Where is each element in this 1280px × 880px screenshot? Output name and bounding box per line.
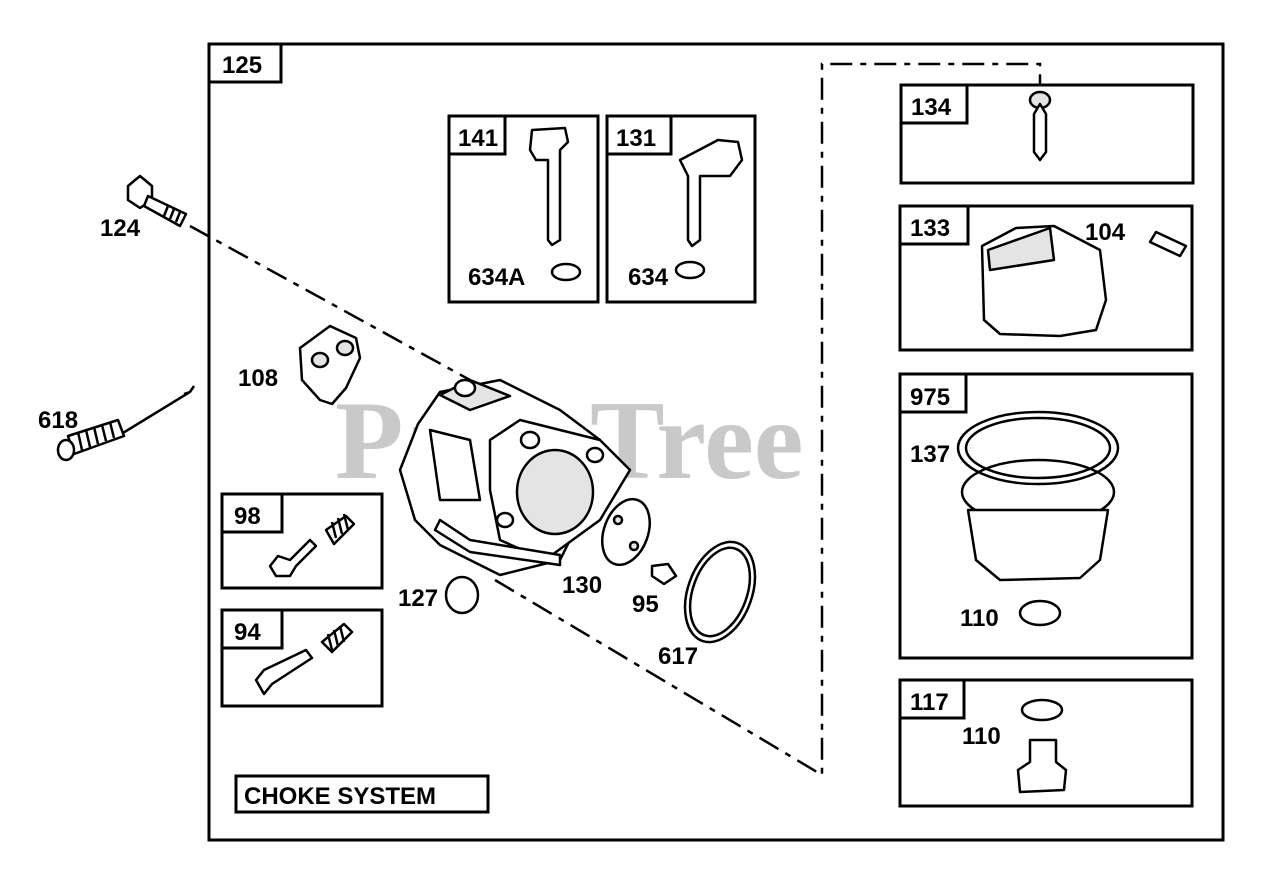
box-133 [898, 204, 1194, 352]
box-94 [220, 608, 384, 708]
choke-system-label: CHOKE SYSTEM [244, 783, 436, 810]
callout-634A: 634A [468, 264, 525, 291]
box-131-label: 131 [616, 125, 656, 152]
box-117 [898, 678, 1194, 808]
bolt-124 [126, 174, 188, 228]
box-141-label: 141 [458, 125, 498, 152]
callout-137: 137 [910, 441, 950, 468]
choke-system-tag [234, 774, 490, 814]
box-141 [447, 114, 600, 304]
callout-108: 108 [238, 365, 278, 392]
box-134-label: 134 [911, 94, 952, 121]
box-94-label: 94 [234, 619, 261, 646]
main-box-label: 125 [222, 52, 262, 79]
callout-127: 127 [398, 585, 438, 612]
callout-617: 617 [658, 643, 698, 670]
callout-110-a: 110 [960, 605, 999, 632]
callout-110-b: 110 [962, 723, 1001, 750]
plate-108 [298, 324, 362, 406]
leader-line-bowl [494, 62, 1042, 778]
box-131 [605, 114, 757, 304]
box-98 [220, 492, 384, 590]
box-117-label: 117 [910, 689, 949, 716]
box-134 [899, 83, 1195, 185]
callout-130: 130 [562, 572, 602, 599]
plug-127 [444, 575, 480, 615]
box-133-label: 133 [910, 215, 950, 242]
gasket-130 [601, 497, 651, 567]
box-975-label: 975 [910, 384, 950, 411]
callout-95: 95 [632, 591, 659, 618]
callout-618: 618 [38, 407, 78, 434]
ring-617 [683, 540, 757, 644]
callout-124: 124 [100, 215, 141, 242]
callout-104: 104 [1085, 219, 1126, 246]
spring-618 [56, 385, 196, 462]
screw-95 [650, 562, 678, 586]
leader-line-124 [189, 224, 471, 382]
box-975 [898, 372, 1194, 660]
callout-634: 634 [628, 264, 669, 291]
main-box-tag [207, 42, 283, 84]
box-98-label: 98 [234, 503, 261, 530]
carburetor-body [398, 378, 632, 577]
